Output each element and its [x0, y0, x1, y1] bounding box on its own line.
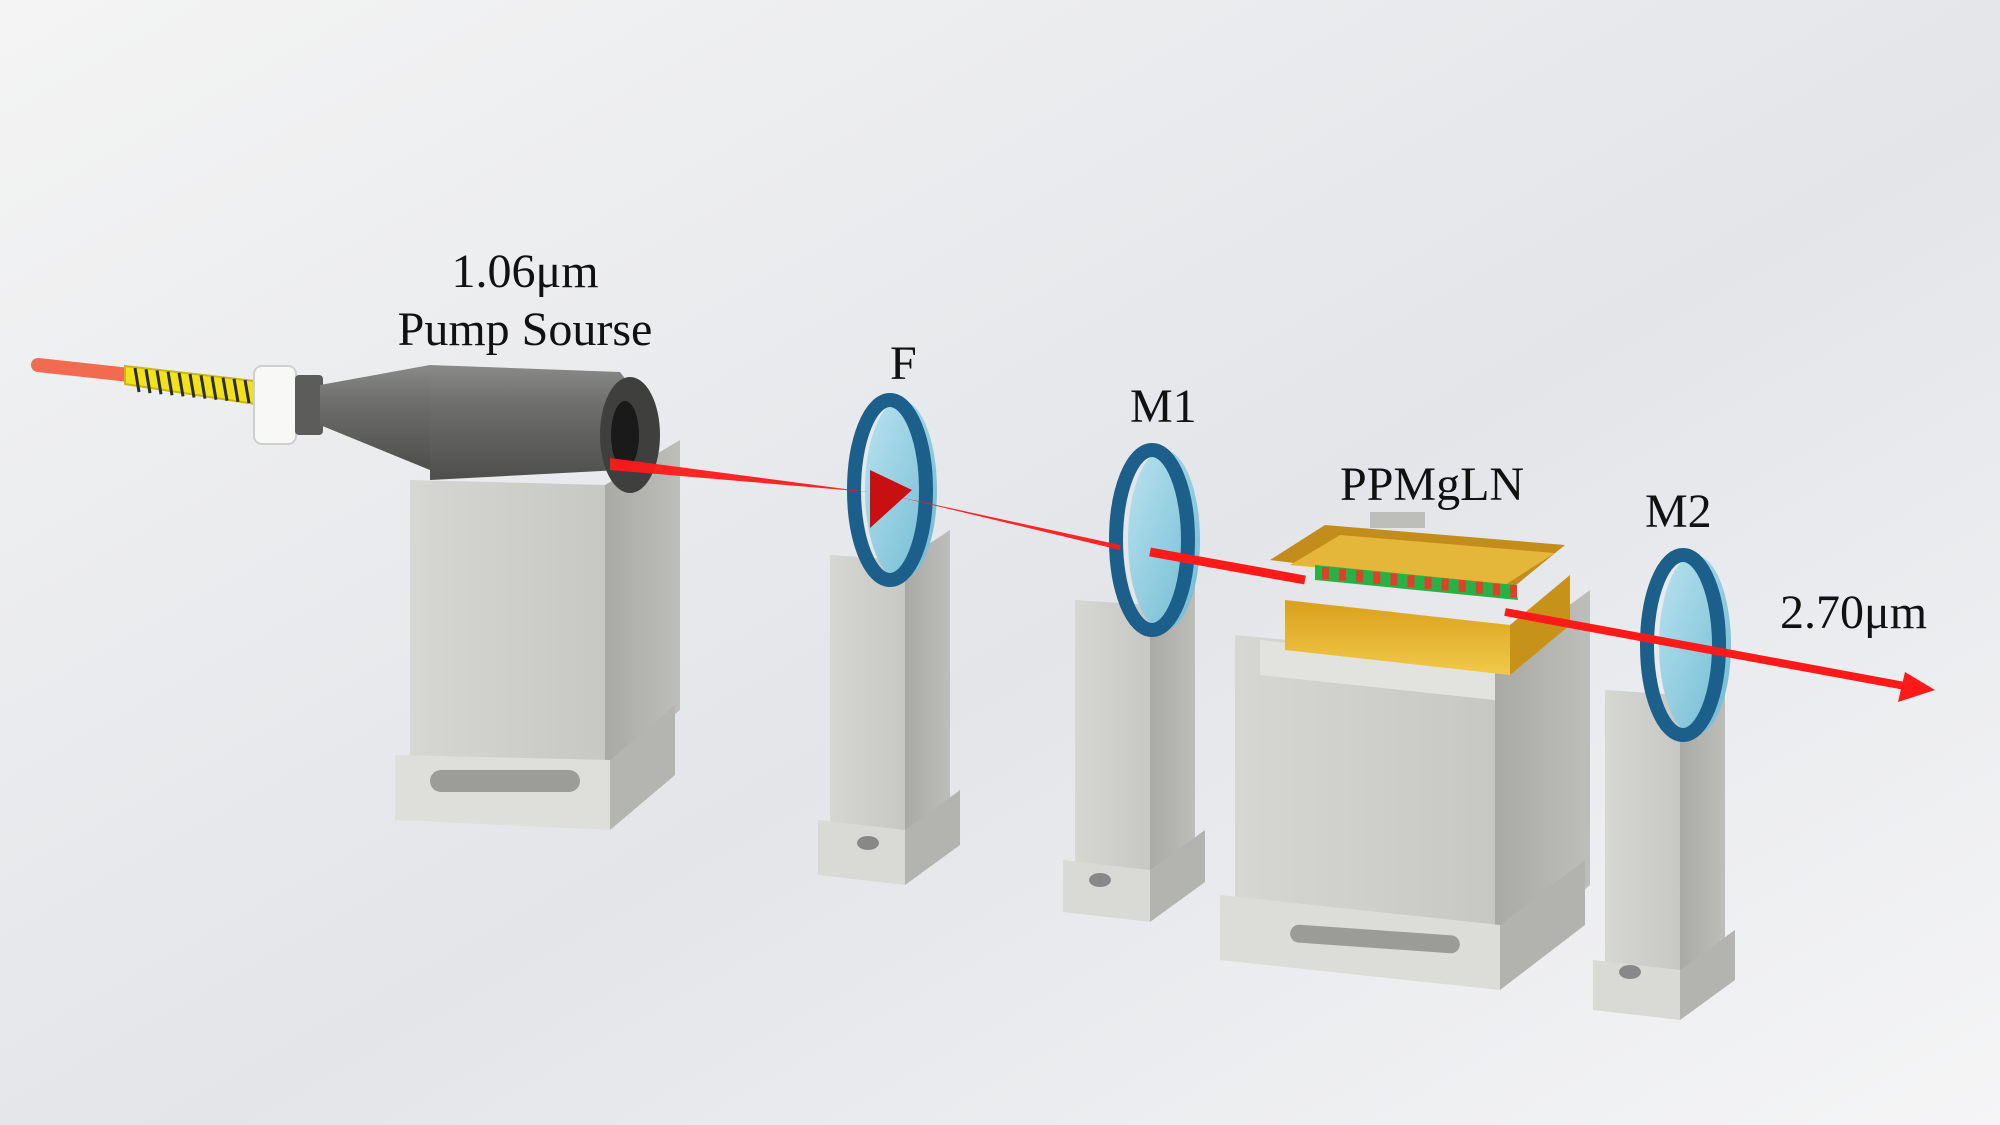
grating-period	[1339, 568, 1347, 581]
fiber-jacket-stripes	[133, 367, 251, 404]
fiber-stripe	[177, 372, 185, 397]
mirror-m1	[1063, 443, 1205, 922]
pump-source-label: 1.06μm Pump Sourse	[380, 243, 670, 359]
grating-period	[1492, 583, 1500, 596]
crystal-label: PPMgLN	[1340, 458, 1525, 511]
pump-wavelength-label: 1.06μm	[451, 245, 599, 298]
grating-period	[1356, 570, 1364, 583]
fiber-stripe	[232, 378, 240, 403]
grating-period	[1407, 575, 1415, 588]
input-fiber	[31, 358, 323, 445]
fiber-stripe	[210, 376, 218, 400]
ppmgln-crystal-oven	[1220, 512, 1590, 990]
laser-beam	[610, 458, 1935, 702]
grating-period	[1441, 578, 1449, 591]
pump-beam-focusing	[610, 458, 868, 492]
fiber-stripe	[166, 371, 174, 396]
fiber-stripe	[188, 373, 196, 398]
fiber-stripe	[243, 379, 251, 404]
crystal-grating	[1322, 567, 1517, 597]
grating-period	[1424, 576, 1432, 589]
pump-name-label: Pump Sourse	[397, 303, 653, 356]
grating-period	[1458, 580, 1466, 593]
grating-period	[1390, 573, 1398, 586]
fiber-stripe	[155, 370, 163, 395]
mirror1-label: M1	[1130, 380, 1197, 433]
output-beam	[1504, 608, 1906, 690]
mirror2-label: M2	[1645, 485, 1712, 538]
grating-period	[1510, 585, 1517, 597]
pump-beam-collimated	[1149, 547, 1306, 585]
output-wavelength-label: 2.70μm	[1780, 586, 1928, 639]
filter-label: F	[890, 337, 917, 390]
output-arrowhead	[1898, 672, 1935, 702]
pump-beam-to-m1	[895, 496, 1120, 550]
grating-period	[1373, 571, 1381, 584]
fiber-stripe	[133, 367, 141, 393]
fiber-stripe	[199, 374, 207, 399]
filter-f	[818, 393, 960, 885]
pump-source	[320, 365, 680, 830]
fiber-stripe	[221, 377, 229, 402]
fiber-stripe	[144, 368, 152, 394]
grating-period	[1475, 581, 1483, 594]
grating-period	[1322, 567, 1329, 579]
